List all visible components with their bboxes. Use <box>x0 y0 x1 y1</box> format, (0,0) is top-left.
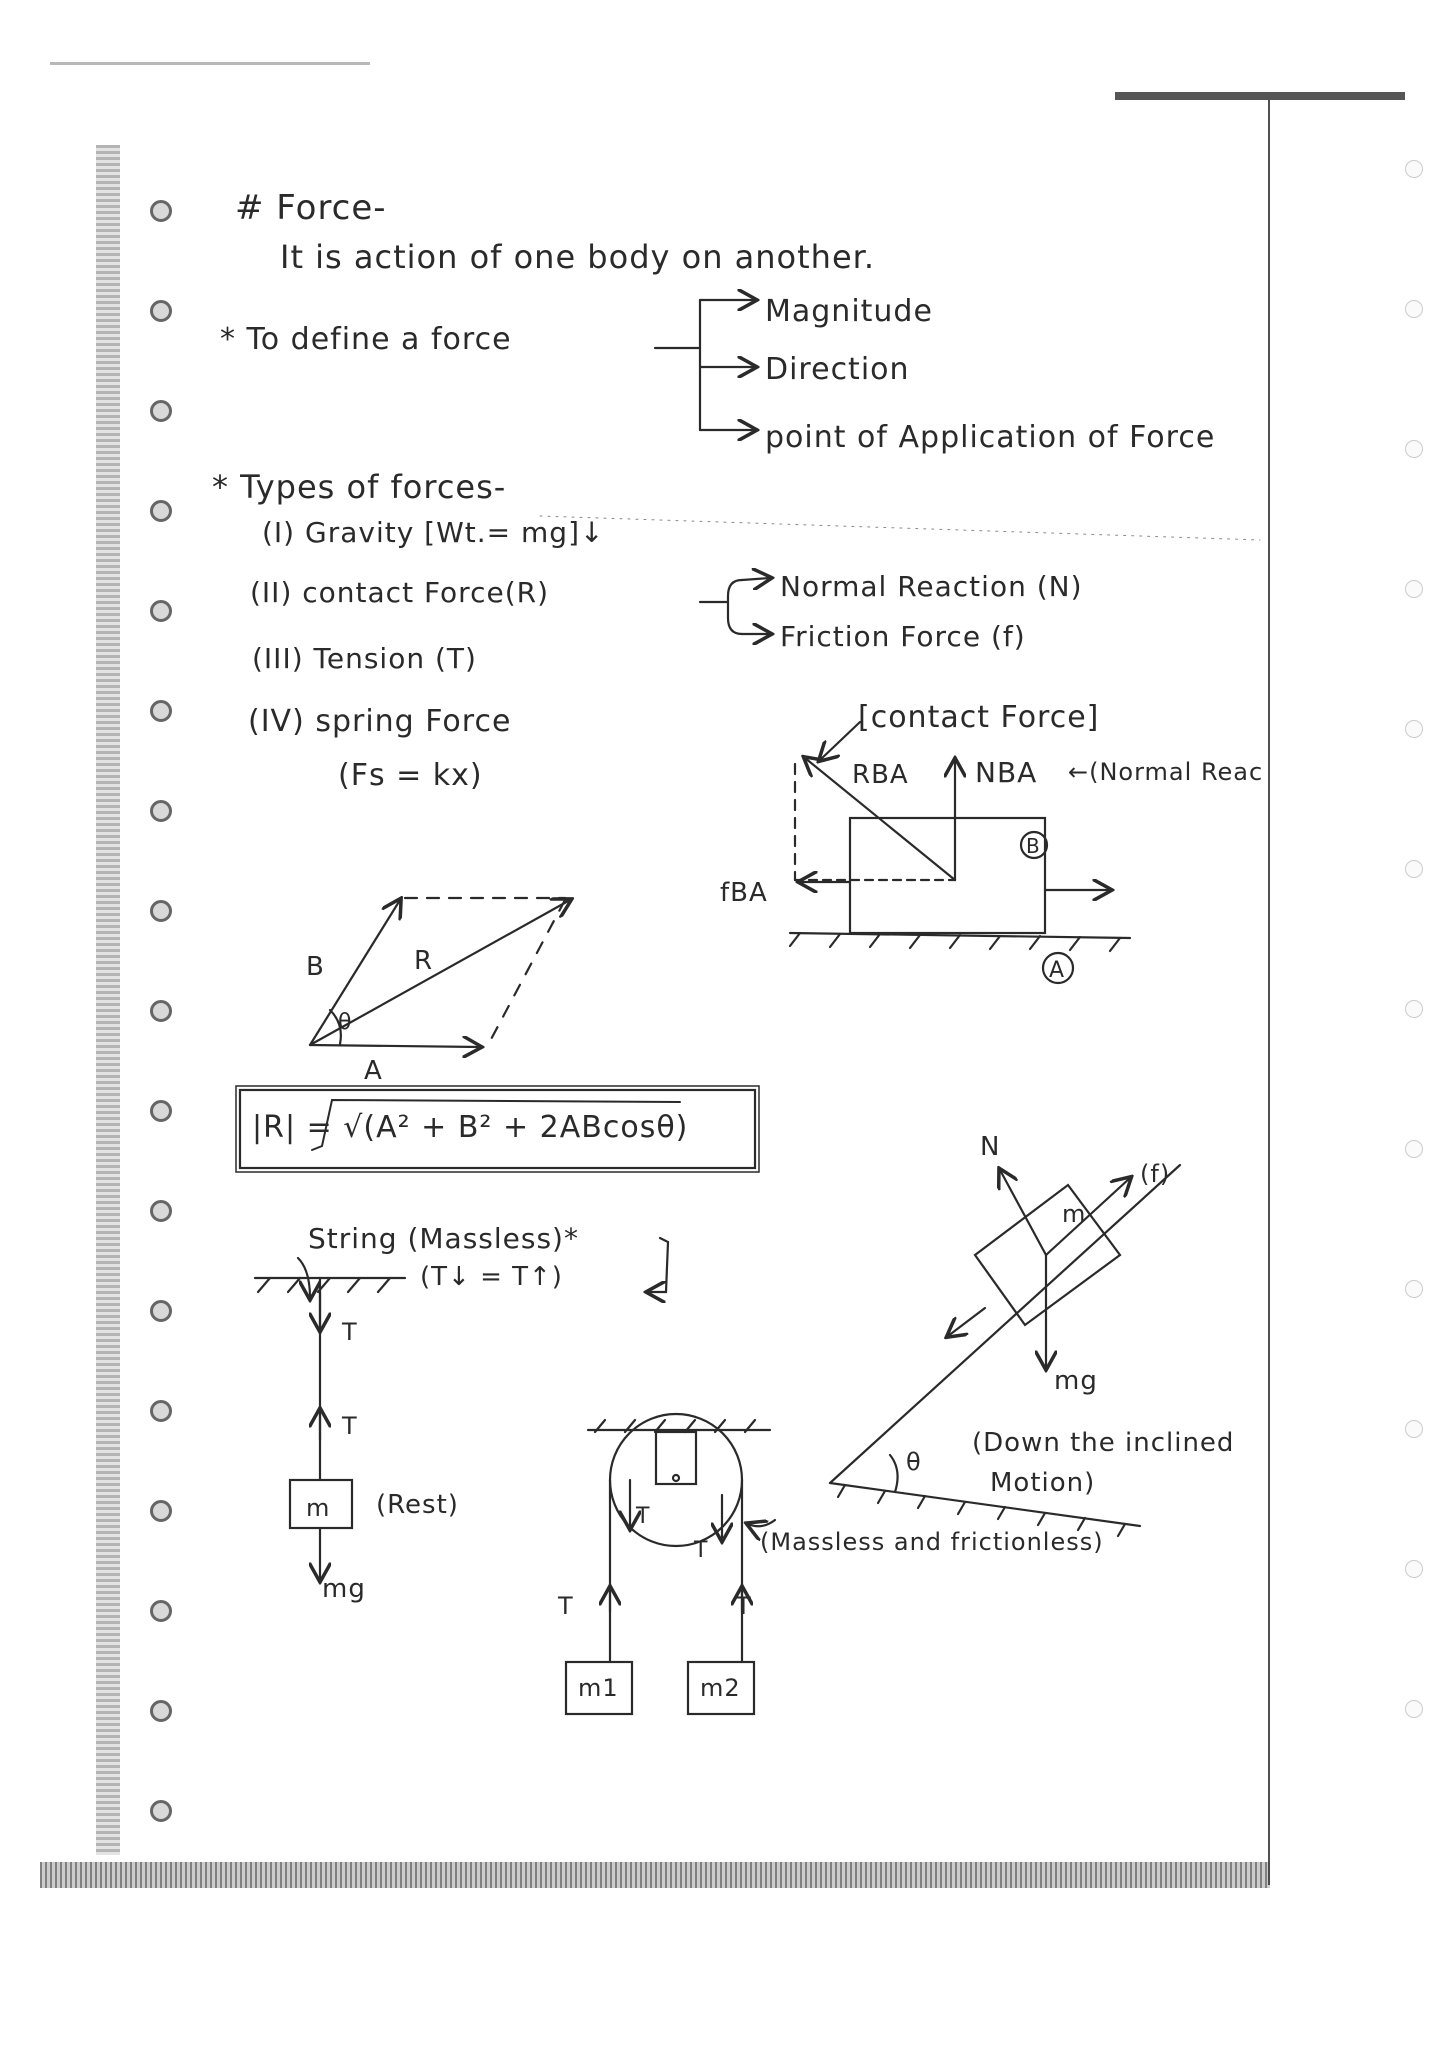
normal-reaction-label: Normal Reaction (N) <box>780 570 1083 603</box>
friction-force-label: Friction Force (f) <box>780 620 1026 653</box>
vector-a-label: A <box>364 1056 383 1086</box>
define-item-application: point of Application of Force <box>765 420 1216 455</box>
contact-force-title: [contact Force] <box>858 700 1100 735</box>
pulley-m2: m2 <box>700 1674 741 1702</box>
contact-force-branch <box>698 578 770 634</box>
page-heading: # Force- <box>235 188 387 228</box>
type-gravity: (I) Gravity [Wt.= mg]↓ <box>262 516 605 549</box>
spiral-hole <box>150 500 172 522</box>
incline-normal: N <box>980 1132 1001 1162</box>
incline-theta: θ <box>906 1448 922 1476</box>
spiral-hole <box>150 200 172 222</box>
scan-edge-top-left <box>50 62 370 65</box>
define-force-lead: * To define a force <box>220 322 512 357</box>
spiral-hole <box>1405 720 1423 738</box>
spiral-hole <box>1405 300 1423 318</box>
vector-parallelogram <box>308 898 570 1047</box>
contact-force-diagram: B A <box>788 720 1132 985</box>
spiral-hole <box>150 1100 172 1122</box>
spiral-hole <box>150 600 172 622</box>
incline-motion-note-2: Motion) <box>990 1468 1096 1498</box>
string-t-bottom: T <box>342 1412 358 1440</box>
force-definition: It is action of one body on another. <box>280 238 876 276</box>
spiral-hole <box>150 700 172 722</box>
formula-box <box>235 1085 760 1173</box>
vector-r-label: R <box>414 946 434 976</box>
spiral-hole <box>1405 1700 1423 1718</box>
spiral-hole <box>1405 160 1423 178</box>
string-t-top: T <box>342 1318 358 1346</box>
spiral-hole <box>150 400 172 422</box>
r-ba-label: RBA <box>852 760 909 790</box>
spiral-hole <box>150 1400 172 1422</box>
incline-weight: mg <box>1054 1366 1098 1396</box>
incline-motion-note-1: (Down the inclined <box>972 1428 1235 1458</box>
rest-label: (Rest) <box>376 1490 459 1520</box>
spring-formula: (Fs = kx) <box>338 758 483 793</box>
spiral-hole <box>150 800 172 822</box>
resultant-formula: |R| = √(A² + B² + 2ABcosθ) <box>252 1110 689 1145</box>
spiral-hole <box>150 1600 172 1622</box>
type-contact: (II) contact Force(R) <box>250 576 550 609</box>
scan-edge-bottom <box>40 1862 1270 1888</box>
vector-b-label: B <box>306 952 325 982</box>
spiral-hole <box>150 1200 172 1222</box>
define-force-branch <box>653 300 755 430</box>
pulley-t-outer-left: T <box>558 1592 574 1620</box>
block-b-label: B <box>1026 834 1040 858</box>
spiral-hole <box>1405 1280 1423 1298</box>
spiral-hole <box>150 900 172 922</box>
pulley-diagram <box>564 1412 777 1716</box>
spiral-hole <box>1405 1420 1423 1438</box>
f-ba-label: fBA <box>720 878 768 908</box>
spiral-hole <box>1405 580 1423 598</box>
scan-edge-top-right <box>1115 92 1405 100</box>
pulley-t-inner-right: T <box>694 1538 709 1563</box>
define-item-magnitude: Magnitude <box>765 294 933 329</box>
string-label: String (Massless)* <box>308 1222 579 1255</box>
incline-mass: m <box>1062 1200 1087 1228</box>
spiral-hole <box>150 300 172 322</box>
tension-equal: (T↓ = T↑) <box>420 1262 563 1292</box>
spiral-hole <box>150 1000 172 1022</box>
spiral-hole <box>1405 1560 1423 1578</box>
define-item-direction: Direction <box>765 352 910 387</box>
pulley-m1: m1 <box>578 1674 619 1702</box>
spiral-hole <box>150 1800 172 1822</box>
spiral-hole <box>150 1700 172 1722</box>
surface-a-label: A <box>1049 958 1064 983</box>
page-right-border <box>1268 100 1270 1885</box>
incline-friction: (f) <box>1140 1160 1171 1188</box>
spiral-hole <box>150 1300 172 1322</box>
spiral-hole <box>1405 440 1423 458</box>
spiral-hole <box>1405 1000 1423 1018</box>
types-heading: * Types of forces- <box>212 468 507 506</box>
spiral-hole <box>1405 860 1423 878</box>
type-spring: (IV) spring Force <box>248 704 512 739</box>
pulley-note: (Massless and frictionless) <box>760 1528 1104 1556</box>
normal-reaction-note: ←(Normal Reac <box>1068 758 1264 786</box>
type-tension: (III) Tension (T) <box>252 642 477 675</box>
spiral-hole <box>1405 1140 1423 1158</box>
string-diagram <box>253 1236 670 1580</box>
incline-diagram <box>828 1163 1182 1538</box>
binding-edge <box>96 145 120 1855</box>
string-mass: m <box>306 1494 331 1522</box>
spiral-hole <box>150 1500 172 1522</box>
n-ba-label: NBA <box>975 756 1038 789</box>
